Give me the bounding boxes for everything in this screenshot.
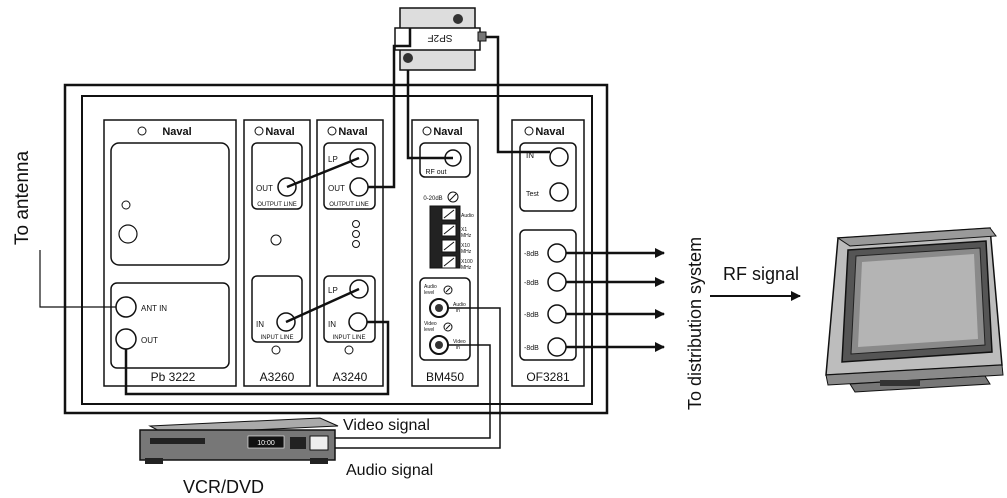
video-level-label: Video xyxy=(424,321,437,327)
video-in-label-2: in xyxy=(456,345,460,351)
in-label: IN xyxy=(526,151,534,160)
brand-logo: Naval xyxy=(433,126,462,138)
video-signal-label: Video signal xyxy=(343,417,430,434)
out-label: OUT xyxy=(328,184,345,193)
audio-level-label: Audio xyxy=(424,284,437,290)
output-arrows xyxy=(566,248,801,352)
to-distribution-label: To distribution system xyxy=(685,237,705,410)
port-label: -8dB xyxy=(524,280,539,287)
module-name-bm450: BM450 xyxy=(426,370,464,384)
audio-in-label-2: in xyxy=(456,308,460,314)
video-cable xyxy=(320,344,491,439)
loop-cable xyxy=(124,320,390,396)
audio-switch-label: Audio xyxy=(461,213,474,219)
vcr-dvd-label: VCR/DVD xyxy=(183,477,264,497)
module-a3240: Naval LP OUT OUTPUT LINE LP IN INPUT LIN… xyxy=(316,119,384,387)
video-in-label: Video xyxy=(453,339,466,345)
lp-top-label: LP xyxy=(328,155,338,164)
cables xyxy=(39,28,550,449)
mhz-label: MHz xyxy=(461,233,472,239)
rf-signal-label: RF signal xyxy=(723,264,799,284)
mhz-label: MHz xyxy=(461,265,472,271)
module-name-a3240: A3240 xyxy=(333,370,368,384)
brand-logo: Naval xyxy=(535,126,564,138)
vcr-display: 10:00 xyxy=(257,440,275,447)
module-name-of3281: OF3281 xyxy=(526,370,570,384)
input-line-label: INPUT LINE xyxy=(333,335,366,341)
television-illustration xyxy=(825,227,1004,393)
x10-label: X10 xyxy=(461,243,470,249)
audio-in-label: Audio xyxy=(453,302,466,308)
vcr-dvd-illustration: 10:00 xyxy=(139,417,339,464)
brand-logo: Naval xyxy=(338,126,367,138)
splitter-sp2f: SP2F xyxy=(394,7,487,71)
splitter-cable-b xyxy=(406,70,453,160)
brand-logo: Naval xyxy=(265,126,294,138)
module-pb3222: Naval ANT IN OUT Pb 3222 xyxy=(103,119,237,387)
port-label: -8dB xyxy=(524,312,539,319)
x1-label: X1 xyxy=(461,227,467,233)
out-label: OUT xyxy=(256,184,273,193)
mhz-label: MHz xyxy=(461,249,472,255)
gain-label: 0-20dB xyxy=(423,196,442,202)
in-label: IN xyxy=(256,320,264,329)
in-label: IN xyxy=(328,320,336,329)
x100-label: X100 xyxy=(461,259,473,265)
jumper-cable-top xyxy=(286,156,360,189)
port-label: -8dB xyxy=(524,251,539,258)
output-line-label: OUTPUT LINE xyxy=(257,202,297,208)
audio-level-label-2: level xyxy=(424,290,434,296)
splitter-cable-a xyxy=(368,28,412,189)
video-level-label-2: level xyxy=(424,327,434,333)
module-name-pb3222: Pb 3222 xyxy=(151,370,196,384)
module-of3281: Naval IN Test -8dB -8dB -8dB -8dB OF3281 xyxy=(511,119,585,387)
rack-outer xyxy=(63,83,609,415)
antenna-cable xyxy=(39,250,116,308)
brand-logo: Naval xyxy=(162,126,191,138)
ant-in-label: ANT IN xyxy=(141,304,167,313)
rf-out-label: RF out xyxy=(425,169,446,176)
to-antenna-label: To antenna xyxy=(12,151,33,245)
out-label: OUT xyxy=(141,336,158,345)
test-label: Test xyxy=(526,191,539,198)
lp-bottom-label: LP xyxy=(328,286,338,295)
output-line-label: OUTPUT LINE xyxy=(329,202,369,208)
jumper-cable-bottom xyxy=(285,287,360,324)
port-label: -8dB xyxy=(524,345,539,352)
module-a3260: Naval OUT OUTPUT LINE IN INPUT LINE A326… xyxy=(243,119,311,387)
module-name-a3260: A3260 xyxy=(260,370,295,384)
module-bm450: Naval RF out 0-20dB Audio X1 MHz X10 MHz… xyxy=(411,119,479,387)
rack-inner xyxy=(81,95,593,405)
splitter-cable-c xyxy=(486,35,550,154)
audio-cable xyxy=(320,307,501,449)
audio-signal-label: Audio signal xyxy=(346,462,433,479)
input-line-label: INPUT LINE xyxy=(261,335,294,341)
splitter-label: SP2F xyxy=(427,32,452,43)
